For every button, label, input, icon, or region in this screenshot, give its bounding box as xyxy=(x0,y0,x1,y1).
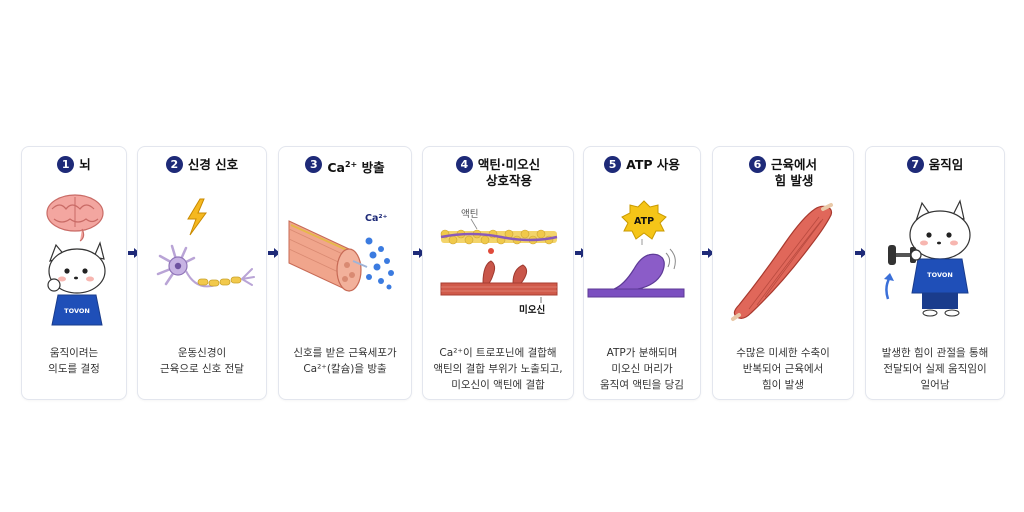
step-title: 근육에서 힘 발생 xyxy=(770,157,817,188)
shirt-brand-label: TOVON xyxy=(927,271,953,279)
myosin-heads-icon xyxy=(482,260,528,284)
step-number: 7 xyxy=(906,156,924,173)
shirt-brand-label: TOVON xyxy=(64,307,90,315)
step-number: 4 xyxy=(455,156,473,173)
next-arrow-icon xyxy=(855,248,867,258)
atp-myosin-illustration: ATP xyxy=(584,191,700,341)
step-card-movement: 7 움직임 TOVON xyxy=(865,146,1005,400)
brain-illustration: TOVON xyxy=(22,191,126,341)
step-header: 5 ATP 사용 xyxy=(584,156,700,173)
step-description: 발생한 힘이 관절을 통해 전달되어 실제 움직임이 일어남 xyxy=(881,347,989,391)
step-header: 7 움직임 xyxy=(866,156,1004,173)
next-arrow-icon xyxy=(268,248,280,258)
step-title: 뇌 xyxy=(79,157,91,172)
myosin-label: 미오신 xyxy=(519,304,545,316)
myosin-head-icon xyxy=(587,248,685,298)
atp-label: ATP xyxy=(634,216,654,227)
step-header: 6 근육에서 힘 발생 xyxy=(713,156,853,189)
cat-mascot-icon: TOVON xyxy=(47,241,106,326)
step-header: 3 Ca2+ 방출 xyxy=(279,156,411,176)
neuron-illustration xyxy=(138,191,266,341)
calcium-ions-icon xyxy=(365,237,394,290)
actin-label: 액틴 xyxy=(461,208,478,220)
step-number: 1 xyxy=(57,156,75,173)
step-description: Ca²⁺이 트로포닌에 결합해 액틴의 결합 부위가 노출되고, 미오신이 액틴… xyxy=(433,347,563,391)
lightning-icon xyxy=(187,198,207,236)
step-number: 2 xyxy=(165,156,183,173)
myosin-filament-icon xyxy=(440,282,558,296)
atp-badge-icon: ATP xyxy=(621,200,667,240)
step-header: 2 신경 신호 xyxy=(138,156,266,173)
muscle-icon xyxy=(731,203,833,321)
step-card-brain: 1 뇌 TOVON xyxy=(21,146,127,400)
step-header: 4 액틴·미오신 상호작용 xyxy=(423,156,573,189)
step-header: 1 뇌 xyxy=(22,156,126,173)
step-title: Ca2+ 방출 xyxy=(327,160,385,176)
step-description: 신호를 받은 근육세포가 Ca²⁺(칼슘)을 방출 xyxy=(293,347,397,375)
next-arrow-icon xyxy=(702,248,714,258)
step-card-force-generation: 6 근육에서 힘 발생 수많은 미세한 수축이 반복되어 근육에서 힘이 발생 xyxy=(712,146,854,400)
step-title: 액틴·미오신 상호작용 xyxy=(477,157,541,188)
step-description: 움직이려는 의도를 결정 xyxy=(48,347,100,375)
dumbbell-icon xyxy=(888,245,922,265)
step-description: 수많은 미세한 수축이 반복되어 근육에서 힘이 발생 xyxy=(736,347,830,391)
step-number: 5 xyxy=(604,156,622,173)
movement-illustration: TOVON xyxy=(866,191,1004,341)
step-card-actin-myosin: 4 액틴·미오신 상호작용 액틴 xyxy=(422,146,574,400)
cat-mascot-lifting-icon: TOVON xyxy=(909,199,971,317)
step-title: ATP 사용 xyxy=(626,157,680,172)
brain-icon xyxy=(46,194,104,242)
muscle-illustration xyxy=(713,201,853,351)
step-title: 신경 신호 xyxy=(187,157,239,172)
step-title: 움직임 xyxy=(928,157,964,172)
actin-filament-icon xyxy=(440,229,558,245)
neuron-icon xyxy=(156,244,255,288)
step-card-calcium-release: 3 Ca2+ 방출 Ca²⁺ 신호를 받은 근육세포가 Ca²⁺( xyxy=(278,146,412,400)
curl-arrow-icon xyxy=(885,276,892,300)
step-number: 3 xyxy=(305,156,323,173)
step-card-atp-use: 5 ATP 사용 ATP ATP가 분해되며 미오신 머리가 움직여 액틴을 당… xyxy=(583,146,701,400)
actin-myosin-illustration: 액틴 미오신 xyxy=(423,205,573,355)
step-description: ATP가 분해되며 미오신 머리가 움직여 액틴을 당김 xyxy=(600,347,684,391)
step-description: 운동신경이 근육으로 신호 전달 xyxy=(160,347,244,375)
muscle-cell-illustration: Ca²⁺ xyxy=(279,191,411,341)
calcium-label: Ca²⁺ xyxy=(365,213,388,224)
step-number: 6 xyxy=(748,156,766,173)
step-card-nerve-signal: 2 신경 신호 운동신경이 근육으로 신호 전달 xyxy=(137,146,267,400)
muscle-fiber-icon xyxy=(288,220,368,292)
